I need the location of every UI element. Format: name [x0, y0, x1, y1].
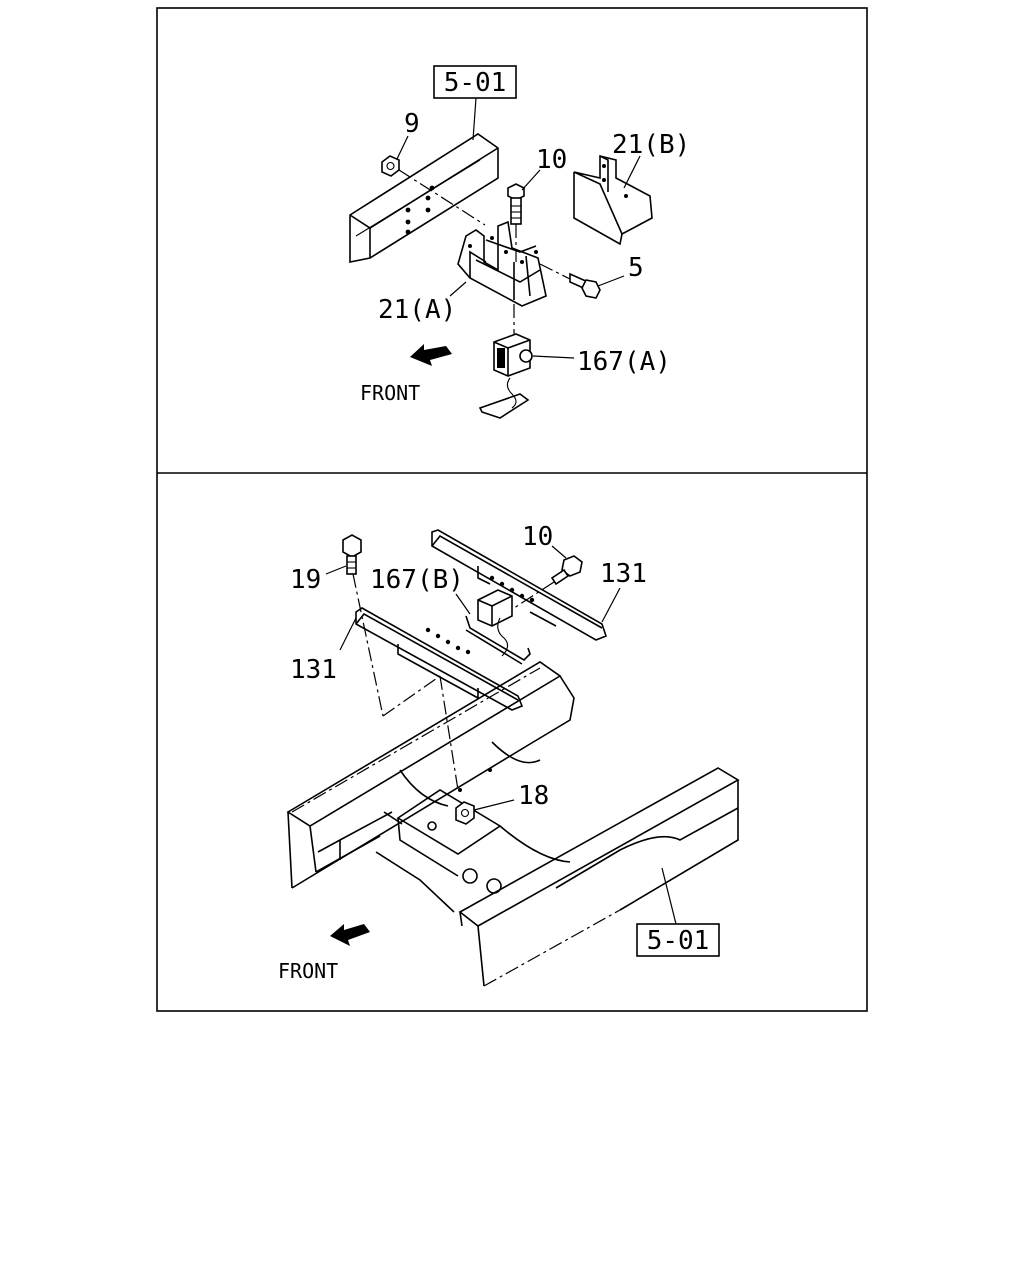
- nut-18-icon: [455, 801, 475, 825]
- label-167a: 167(A): [577, 347, 671, 377]
- bolt-5-icon: [569, 272, 601, 299]
- diagram-frame: [156, 7, 868, 1012]
- ref-box-bottom-label: 5-01: [647, 926, 710, 956]
- label-9: 9: [404, 109, 420, 139]
- label-18: 18: [518, 781, 549, 811]
- front-label-top: FRONT: [360, 381, 420, 405]
- part-167a: [478, 333, 533, 419]
- part-167b: [465, 589, 531, 665]
- bracket-131-left: [355, 607, 524, 711]
- bracket-21a: [457, 220, 547, 307]
- label-131-right: 131: [600, 559, 647, 589]
- label-19: 19: [290, 565, 321, 595]
- bolt-10-bottom-icon: [550, 555, 583, 586]
- front-arrow-bottom-icon: [330, 924, 370, 946]
- label-10-bottom: 10: [522, 522, 553, 552]
- chassis-frame: [286, 661, 740, 987]
- nut-9-icon: [381, 155, 400, 177]
- ref-box-bottom: 5-01: [636, 923, 720, 957]
- bracket-21b: [573, 154, 653, 246]
- frame-rail-top: [349, 133, 499, 263]
- ref-box-top: 5-01: [433, 65, 517, 99]
- bolt-10-icon: [507, 183, 525, 225]
- label-21b: 21(B): [612, 130, 690, 160]
- label-21a: 21(A): [378, 295, 456, 325]
- label-5: 5: [628, 253, 644, 283]
- front-label-bottom: FRONT: [278, 959, 338, 983]
- bracket-131-right: [431, 529, 607, 641]
- ref-box-top-label: 5-01: [444, 68, 507, 98]
- top-panel: 5-01 9: [349, 65, 690, 419]
- bolt-19-icon: [342, 534, 362, 575]
- label-131-left: 131: [290, 655, 337, 685]
- label-167b: 167(B): [370, 565, 464, 595]
- bottom-panel: 19 131 10: [278, 522, 740, 987]
- front-arrow-top-icon: [410, 344, 452, 366]
- label-10-top: 10: [536, 145, 567, 175]
